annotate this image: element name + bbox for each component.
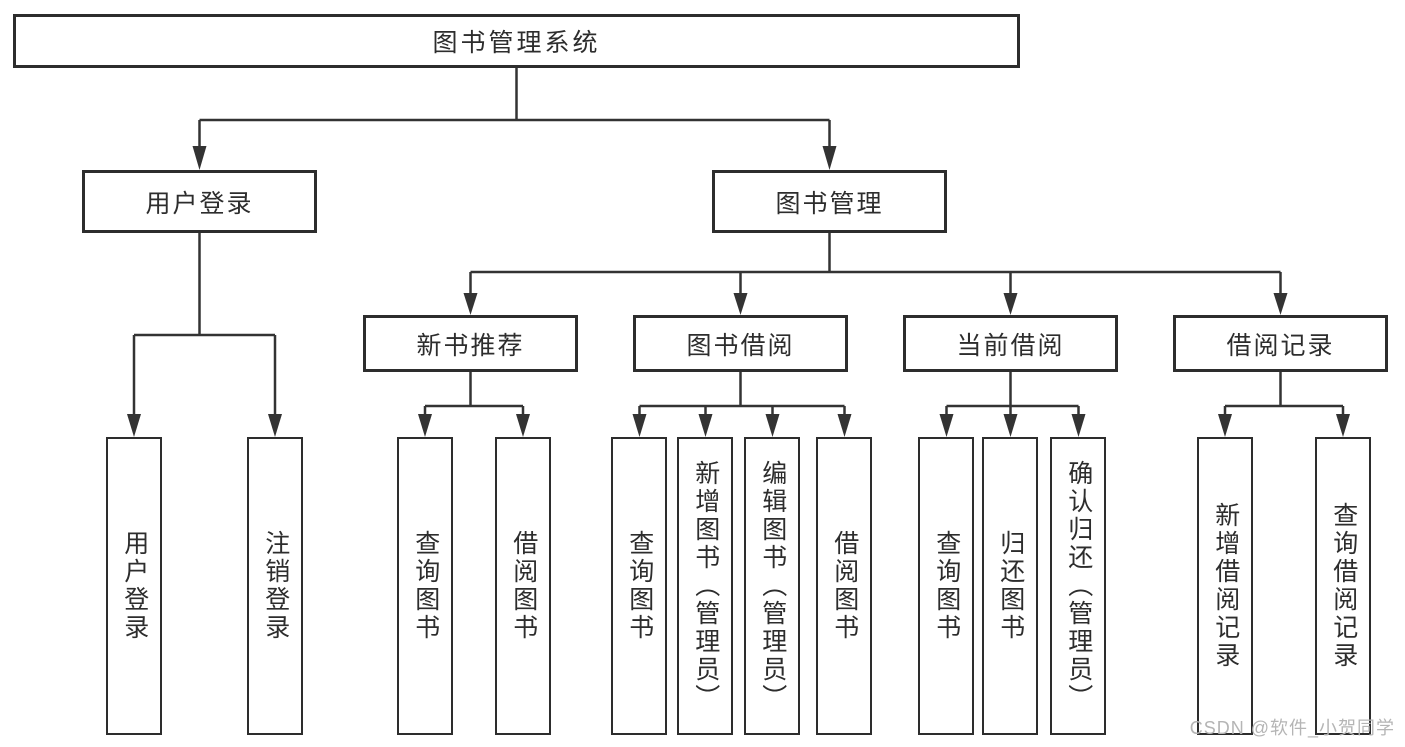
leaf-query-borrow-record-label: 查询借阅记录 <box>1329 502 1358 670</box>
leaf-confirm-return-admin: 确认归还（管理员） <box>1050 437 1106 735</box>
leaf-return-books: 归还图书 <box>982 437 1038 735</box>
leaf-add-borrow-record: 新增借阅记录 <box>1197 437 1253 735</box>
leaf-borrow-books-label: 借阅图书 <box>830 530 859 642</box>
leaf-query-books-borrow-label: 查询图书 <box>625 530 654 642</box>
node-borrowing-records-label: 借阅记录 <box>1226 331 1335 360</box>
leaf-logout-label: 注销登录 <box>261 530 290 642</box>
node-new-book-recommend: 新书推荐 <box>363 315 578 372</box>
node-current-borrowing-label: 当前借阅 <box>956 331 1065 360</box>
node-book-borrowing-label: 图书借阅 <box>686 331 795 360</box>
node-borrowing-records: 借阅记录 <box>1173 315 1388 372</box>
leaf-edit-books-admin: 编辑图书（管理员） <box>744 437 800 735</box>
leaf-add-borrow-record-label: 新增借阅记录 <box>1211 502 1240 670</box>
node-root: 图书管理系统 <box>13 14 1020 68</box>
leaf-borrow-books-newbook-label: 借阅图书 <box>509 530 538 642</box>
leaf-query-books-current: 查询图书 <box>918 437 974 735</box>
leaf-add-books-admin-label: 新增图书（管理员） <box>691 460 720 712</box>
leaf-edit-books-admin-label: 编辑图书（管理员） <box>758 460 787 712</box>
node-current-borrowing: 当前借阅 <box>903 315 1118 372</box>
leaf-borrow-books: 借阅图书 <box>816 437 872 735</box>
leaf-add-books-admin: 新增图书（管理员） <box>677 437 733 735</box>
leaf-return-books-label: 归还图书 <box>996 530 1025 642</box>
node-root-label: 图书管理系统 <box>432 29 601 57</box>
node-user-login: 用户登录 <box>82 170 317 233</box>
leaf-query-books-borrow: 查询图书 <box>611 437 667 735</box>
leaf-confirm-return-admin-label: 确认归还（管理员） <box>1064 460 1093 712</box>
arrowheads <box>127 146 1350 437</box>
leaf-query-borrow-record: 查询借阅记录 <box>1315 437 1371 735</box>
node-book-management-label: 图书管理 <box>775 189 884 218</box>
leaf-borrow-books-newbook: 借阅图书 <box>495 437 551 735</box>
csdn-watermark: CSDN @软件_小贺同学 <box>1189 718 1395 738</box>
leaf-user-login: 用户登录 <box>106 437 162 735</box>
node-book-management: 图书管理 <box>712 170 947 233</box>
leaf-user-login-label: 用户登录 <box>120 530 149 642</box>
leaf-query-books-newbook: 查询图书 <box>397 437 453 735</box>
node-user-login-label: 用户登录 <box>145 189 254 218</box>
node-book-borrowing: 图书借阅 <box>633 315 848 372</box>
leaf-query-books-newbook-label: 查询图书 <box>411 530 440 642</box>
leaf-logout: 注销登录 <box>247 437 303 735</box>
node-new-book-recommend-label: 新书推荐 <box>416 331 525 360</box>
leaf-query-books-current-label: 查询图书 <box>932 530 961 642</box>
